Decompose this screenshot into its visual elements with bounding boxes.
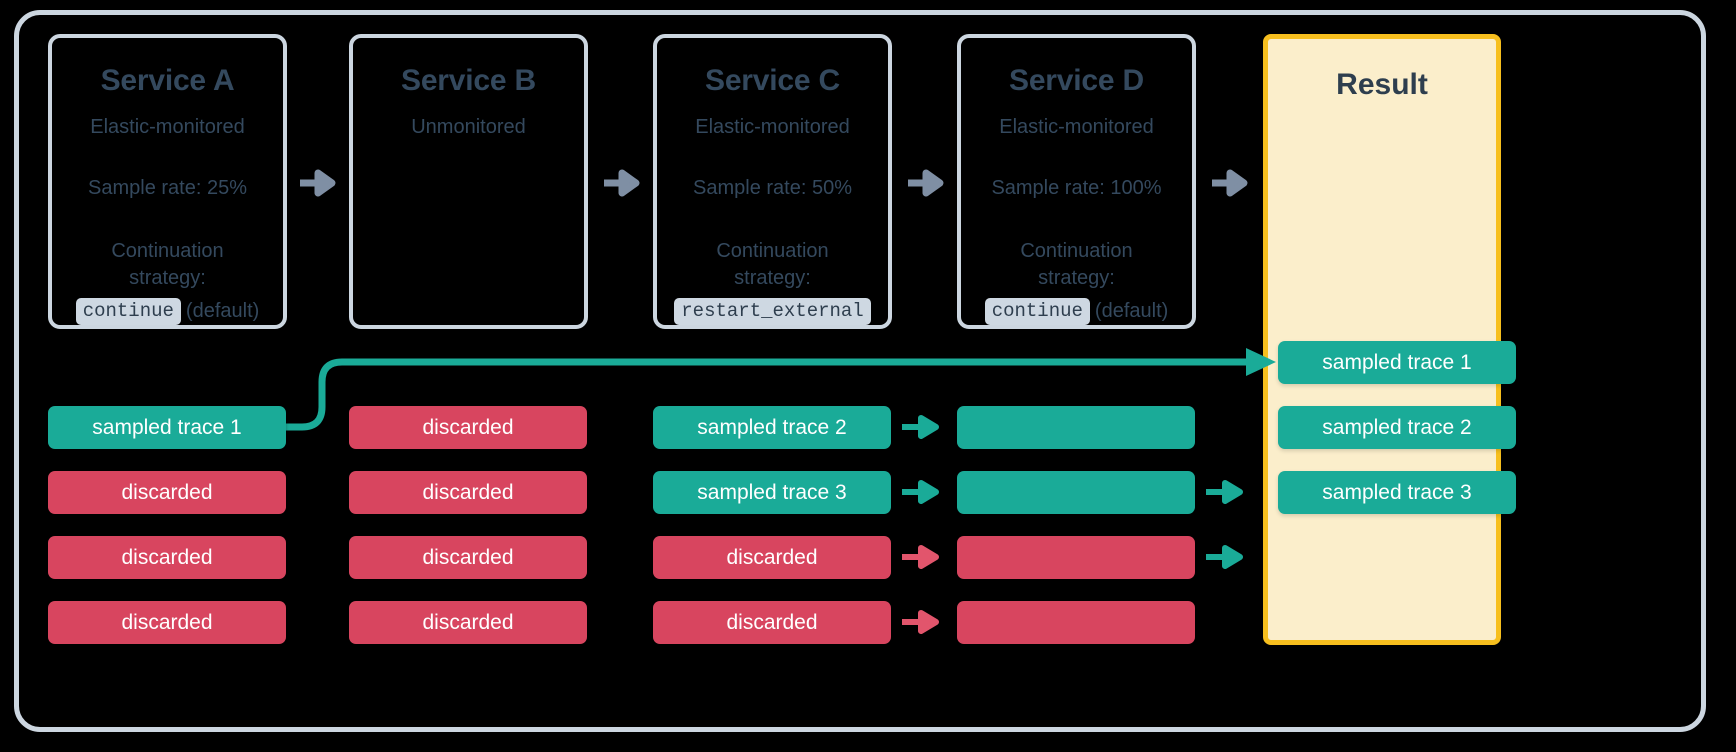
service-card-a: Service A Elastic-monitored Sample rate:… (48, 34, 287, 329)
trace-pill-b-1: discarded (349, 406, 587, 449)
result-pill-3: sampled trace 3 (1278, 471, 1516, 514)
service-d-strategy-line1: Continuation (1020, 240, 1133, 262)
service-a-title: Service A (100, 64, 235, 97)
trace-flow-arrow-c1-to-d1 (902, 415, 939, 439)
trace-flow-arrow-c2-to-d2 (902, 480, 939, 504)
service-c-monitoring: Elastic-monitored (695, 116, 850, 138)
trace-pill-c-1: sampled trace 2 (653, 406, 891, 449)
trace-pill-label: discarded (726, 610, 818, 634)
trace-pill-b-3: discarded (349, 536, 587, 579)
service-d-strategy-chip: continue (984, 298, 1090, 325)
trace-pill-d-2 (957, 471, 1195, 514)
service-d-strategy-label: Continuation strategy: (961, 238, 1192, 292)
trace-pill-label: discarded (422, 480, 514, 504)
trace-pill-b-4: discarded (349, 601, 587, 644)
trace-pill-label: discarded (121, 480, 213, 504)
service-a-strategy-label: Continuation strategy: (52, 238, 283, 292)
service-c-strategy-label: Continuation strategy: (657, 238, 888, 292)
service-a-strategy-row: continue(default) (52, 298, 283, 325)
trace-pill-label: sampled trace 1 (92, 415, 242, 439)
service-card-b: Service B Unmonitored (349, 34, 588, 329)
result-title: Result (1336, 68, 1428, 101)
service-card-c: Service C Elastic-monitored Sample rate:… (653, 34, 892, 329)
trace-pill-d-4 (957, 601, 1195, 644)
service-a-monitoring: Elastic-monitored (90, 116, 245, 138)
result-panel: Result (1263, 34, 1501, 645)
trace-pill-label: discarded (121, 545, 213, 569)
service-c-strategy-chip: restart_external (674, 298, 871, 325)
service-card-d: Service D Elastic-monitored Sample rate:… (957, 34, 1196, 329)
trace-pill-label: sampled trace 3 (697, 480, 847, 504)
service-a-strategy-line2: strategy: (129, 267, 206, 289)
trace-pill-label: discarded (422, 545, 514, 569)
service-d-title: Service D (1009, 64, 1144, 97)
trace-pill-label: discarded (422, 610, 514, 634)
trace-pill-d-3 (957, 536, 1195, 579)
service-a-strategy-note: (default) (185, 300, 260, 322)
service-a-sample-rate: Sample rate: 25% (88, 177, 247, 199)
result-pill-label: sampled trace 3 (1322, 480, 1472, 504)
service-b-title: Service B (401, 64, 536, 97)
result-pill-1: sampled trace 1 (1278, 341, 1516, 384)
trace-flow-arrow-c4-to-d4 (902, 610, 939, 634)
service-d-strategy-line2: strategy: (1038, 267, 1115, 289)
service-c-title: Service C (705, 64, 840, 97)
trace-pill-c-2: sampled trace 3 (653, 471, 891, 514)
result-pill-2: sampled trace 2 (1278, 406, 1516, 449)
service-c-strategy-row: restart_external (657, 298, 888, 325)
service-c-strategy-line1: Continuation (716, 240, 829, 262)
service-flow-arrow-c-to-d (908, 169, 944, 197)
trace-pill-label: sampled trace 2 (697, 415, 847, 439)
service-d-sample-rate: Sample rate: 100% (991, 177, 1162, 199)
trace-flow-arrow-d3-to-result3 (1206, 545, 1243, 569)
trace-pill-a-3: discarded (48, 536, 286, 579)
trace-pill-c-3: discarded (653, 536, 891, 579)
trace-pill-d-1 (957, 406, 1195, 449)
service-d-strategy-row: continue(default) (961, 298, 1192, 325)
result-pill-label: sampled trace 2 (1322, 415, 1472, 439)
service-d-monitoring: Elastic-monitored (999, 116, 1154, 138)
result-pill-label: sampled trace 1 (1322, 350, 1472, 374)
service-b-monitoring: Unmonitored (411, 116, 526, 138)
service-flow-arrow-d-to-result (1212, 169, 1248, 197)
service-flow-arrow-b-to-c (604, 169, 640, 197)
service-a-strategy-chip: continue (75, 298, 181, 325)
curved-connector-arrow-icon (286, 348, 1276, 431)
service-a-strategy-line1: Continuation (111, 240, 224, 262)
trace-pill-a-1: sampled trace 1 (48, 406, 286, 449)
trace-pill-label: discarded (121, 610, 213, 634)
trace-pill-label: discarded (726, 545, 818, 569)
trace-pill-c-4: discarded (653, 601, 891, 644)
trace-flow-arrow-d2-to-result2 (1206, 480, 1243, 504)
trace-pill-b-2: discarded (349, 471, 587, 514)
service-flow-arrow-a-to-b (300, 169, 336, 197)
service-c-strategy-line2: strategy: (734, 267, 811, 289)
service-d-strategy-note: (default) (1094, 300, 1169, 322)
trace-pill-a-2: discarded (48, 471, 286, 514)
trace-flow-arrow-c3-to-d3 (902, 545, 939, 569)
trace-pill-a-4: discarded (48, 601, 286, 644)
trace-pill-label: discarded (422, 415, 514, 439)
service-c-sample-rate: Sample rate: 50% (693, 177, 852, 199)
